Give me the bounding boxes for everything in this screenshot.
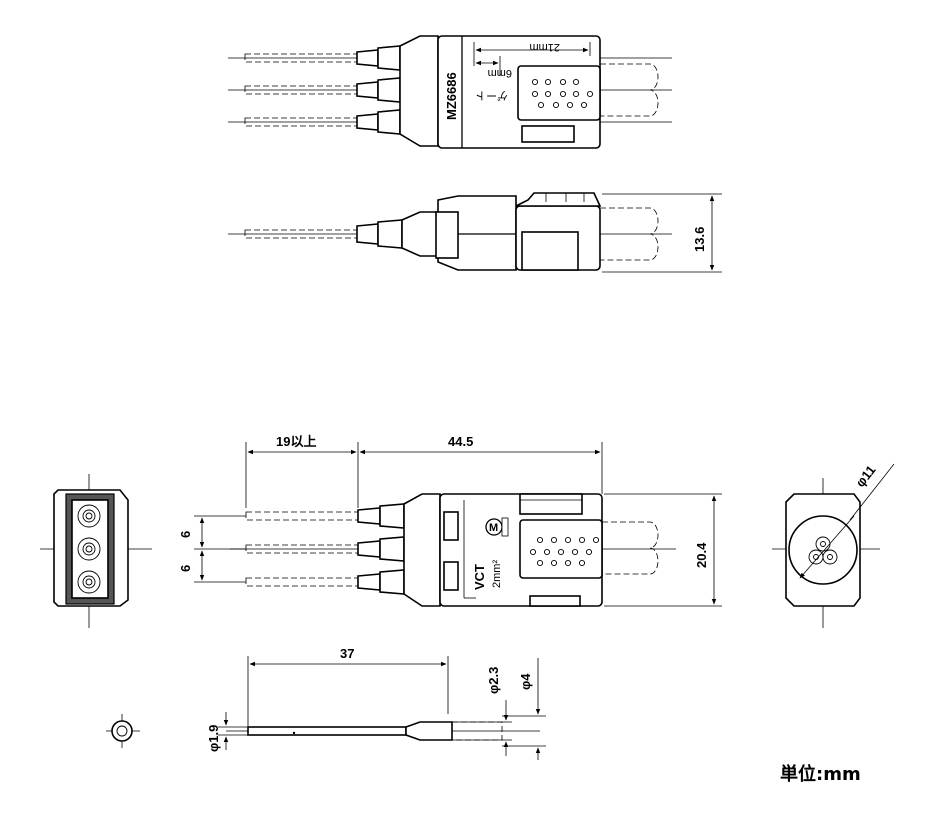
dim-phi11-label: φ11 [853,462,879,489]
front-end-view [40,474,152,628]
socket-holes-front [77,504,101,594]
rear-end-view: φ11 [772,462,895,628]
dim-6mm-label: 6mm [488,67,512,79]
dim-6a-label: 6 [178,531,193,538]
pin-holes-top [531,78,594,109]
vct-size-label: 2mm² [491,560,503,588]
main-view: 19以上 44.5 6 6 [178,434,722,607]
dim-19-label: 19以上 [276,434,316,449]
model-number: MZ6686 [444,72,459,120]
dim-phi4-label: φ4 [518,673,533,690]
dim-phi1-9-label: φ1.9 [206,725,221,752]
svg-text:M: M [489,522,498,534]
pin-end-view [106,714,140,748]
dim-6b-label: 6 [178,565,193,572]
dim-20-4-label: 20.4 [694,542,709,568]
brand-logo: M [485,517,509,537]
vct-label: VCT [472,564,487,590]
unit-label: 単位:mm [780,763,861,785]
side-view: 13.6 [228,192,722,273]
top-view: 21mm 6mm ゲート MZ6686 [228,35,672,149]
dim-21mm-label: 21mm [529,41,560,53]
pin-side-view: 37 φ1.9 φ2.3 φ4 [206,646,546,760]
dim-13-6-label: 13.6 [692,227,707,252]
pin-holes-main [529,536,600,567]
dim-44-5-label: 44.5 [448,434,473,449]
dim-37-label: 37 [340,646,354,661]
mold-mark: ゲート [475,89,508,102]
dim-phi2-3-label: φ2.3 [486,667,501,694]
